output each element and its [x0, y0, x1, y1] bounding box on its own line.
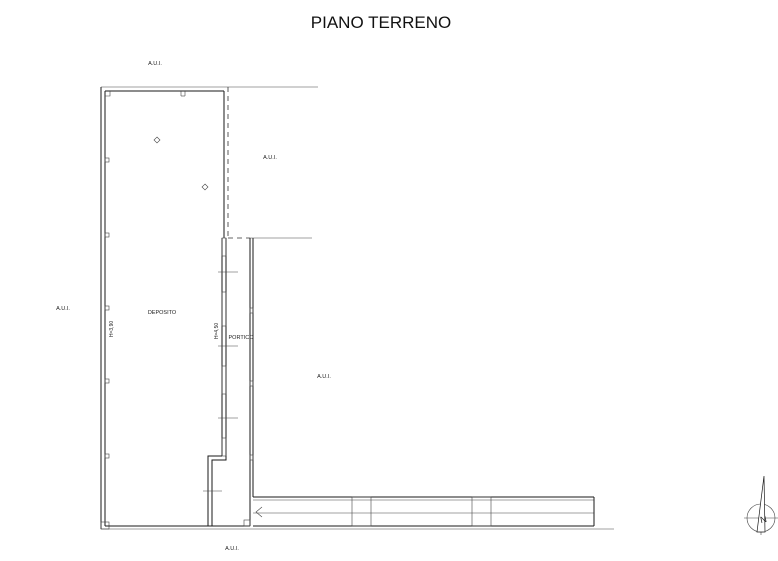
plan-title: PIANO TERRENO: [311, 13, 451, 32]
portico-walls: [105, 238, 254, 527]
deposito-walls: [100, 87, 225, 529]
label-aui-bottom: A.U.I.: [225, 546, 239, 552]
north-arrow-icon: N: [744, 475, 778, 535]
label-room-portico: PORTICO: [229, 335, 255, 341]
label-aui-center-right: A.U.I.: [317, 374, 331, 380]
left-wall-pillars: [100, 157, 110, 530]
north-label: N: [759, 514, 767, 525]
label-aui-top: A.U.I.: [148, 61, 162, 67]
label-height-deposito: H=3,90: [109, 321, 115, 337]
partition-wall: [203, 237, 238, 526]
label-aui-right-upper: A.U.I.: [263, 155, 277, 161]
label-height-portico: H=4,50: [214, 323, 220, 339]
label-aui-left: A.U.I.: [56, 306, 70, 312]
bottom-canopy: [253, 496, 595, 527]
level-markers: [153, 136, 209, 191]
property-boundaries: [101, 86, 614, 530]
label-room-deposito: DEPOSITO: [148, 310, 177, 316]
arrow-marker: [255, 506, 263, 518]
